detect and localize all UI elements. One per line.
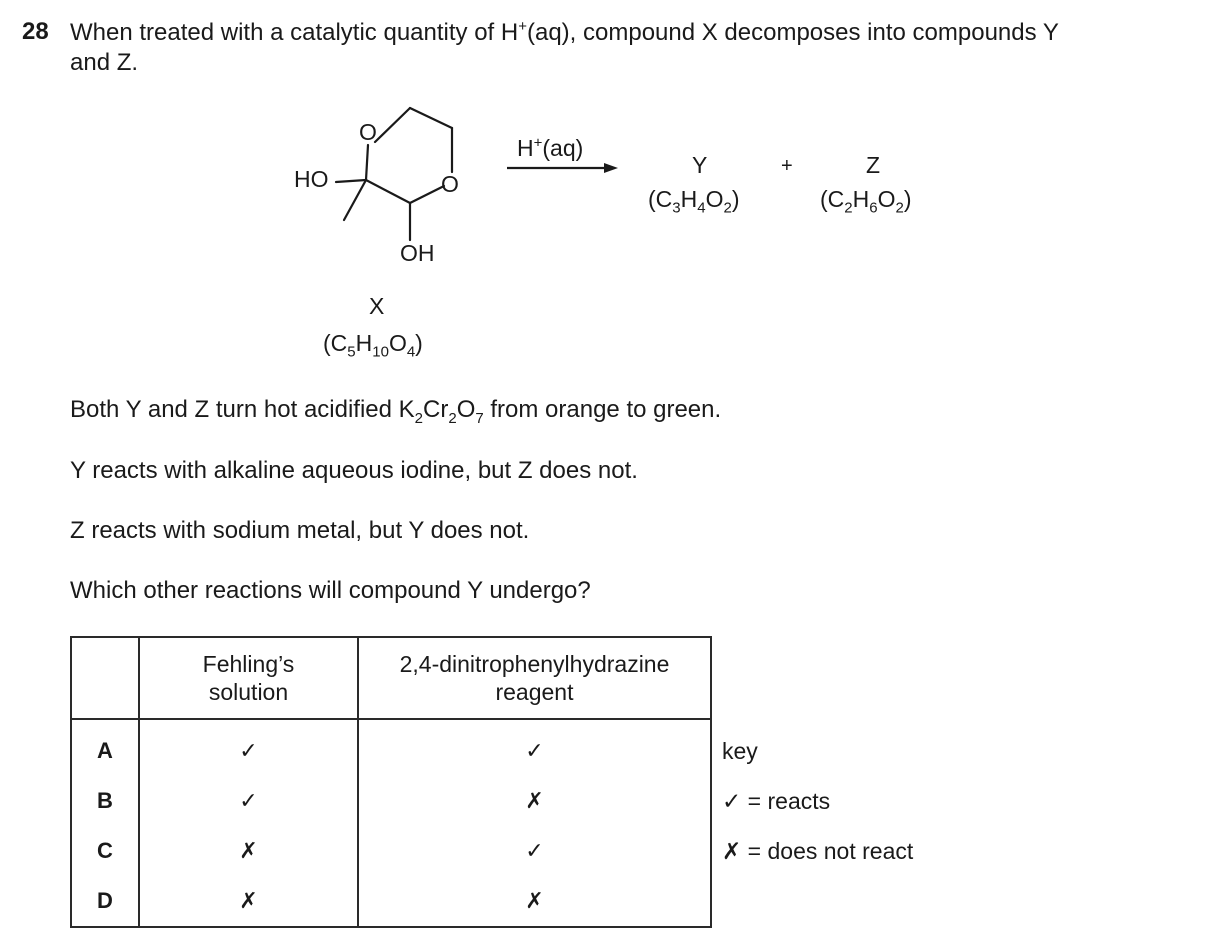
ring-oxygen-top: O bbox=[359, 119, 377, 145]
compound-z-label: Z bbox=[866, 152, 881, 178]
cross-icon: ✗ bbox=[722, 838, 742, 864]
ring-bond-6 bbox=[364, 143, 370, 182]
statement-iodine: Y reacts with alkaline aqueous iodine, b… bbox=[70, 457, 638, 484]
key-title: key bbox=[722, 738, 758, 764]
option-row-c[interactable]: C ✗ ✓ bbox=[70, 826, 712, 876]
fehlings-result: ✓ bbox=[138, 719, 359, 776]
ring-bond-2 bbox=[408, 106, 454, 130]
stem-text-1: When treated with a catalytic quantity o… bbox=[70, 19, 519, 46]
fehlings-result: ✗ bbox=[138, 826, 359, 876]
option-letter: B bbox=[70, 776, 140, 826]
compound-y-formula: (C3H4O2) bbox=[648, 186, 740, 217]
dnph-result: ✗ bbox=[357, 776, 712, 826]
reagent-label: H+(aq) bbox=[517, 134, 584, 161]
methyl-bond bbox=[342, 178, 368, 222]
option-row-b[interactable]: B ✓ ✗ bbox=[70, 776, 712, 826]
ring-oxygen-right: O bbox=[441, 171, 459, 197]
question-stem: When treated with a catalytic quantity o… bbox=[70, 18, 1205, 78]
stem-text-3: and Z. bbox=[70, 49, 139, 76]
key-reacts: ✓ = reacts bbox=[722, 788, 831, 814]
question-prompt: Which other reactions will compound Y un… bbox=[70, 577, 591, 604]
stem-text-2: (aq), compound X decomposes into compoun… bbox=[526, 19, 1059, 46]
hydroxy-bottom-label: OH bbox=[400, 240, 435, 266]
option-letter: D bbox=[70, 876, 140, 928]
ring-bond-4 bbox=[408, 184, 446, 205]
question-number: 28 bbox=[22, 18, 49, 45]
ring-bond-5 bbox=[364, 178, 412, 205]
fehlings-result: ✗ bbox=[138, 876, 359, 928]
statement-sodium: Z reacts with sodium metal, but Y does n… bbox=[70, 517, 530, 544]
dnph-result: ✗ bbox=[357, 876, 712, 928]
compound-y-label: Y bbox=[692, 152, 708, 178]
option-row-d[interactable]: D ✗ ✗ bbox=[70, 876, 712, 928]
compound-z-formula: (C2H6O2) bbox=[820, 186, 912, 217]
header-blank-cell bbox=[70, 636, 140, 720]
option-row-a[interactable]: A ✓ ✓ bbox=[70, 719, 712, 776]
key-not-react: ✗ = does not react bbox=[722, 838, 914, 864]
statement-dichromate: Both Y and Z turn hot acidified K2Cr2O7 … bbox=[70, 396, 722, 427]
compound-x-formula: (C5H10O4) bbox=[323, 330, 423, 361]
fehlings-result: ✓ bbox=[138, 776, 359, 826]
stem-superscript: + bbox=[518, 18, 527, 35]
dnph-result: ✓ bbox=[357, 719, 712, 776]
dnph-result: ✓ bbox=[357, 826, 712, 876]
hydroxy-left-label: HO bbox=[294, 166, 329, 192]
ho-bond bbox=[334, 178, 368, 184]
ring-bond-1 bbox=[373, 106, 412, 144]
check-icon: ✓ bbox=[722, 788, 742, 814]
compound-x-label: X bbox=[369, 293, 385, 319]
option-letter: C bbox=[70, 826, 140, 876]
reaction-arrow-head bbox=[604, 163, 618, 173]
option-letter: A bbox=[70, 719, 140, 776]
plus-sign: + bbox=[781, 155, 793, 177]
